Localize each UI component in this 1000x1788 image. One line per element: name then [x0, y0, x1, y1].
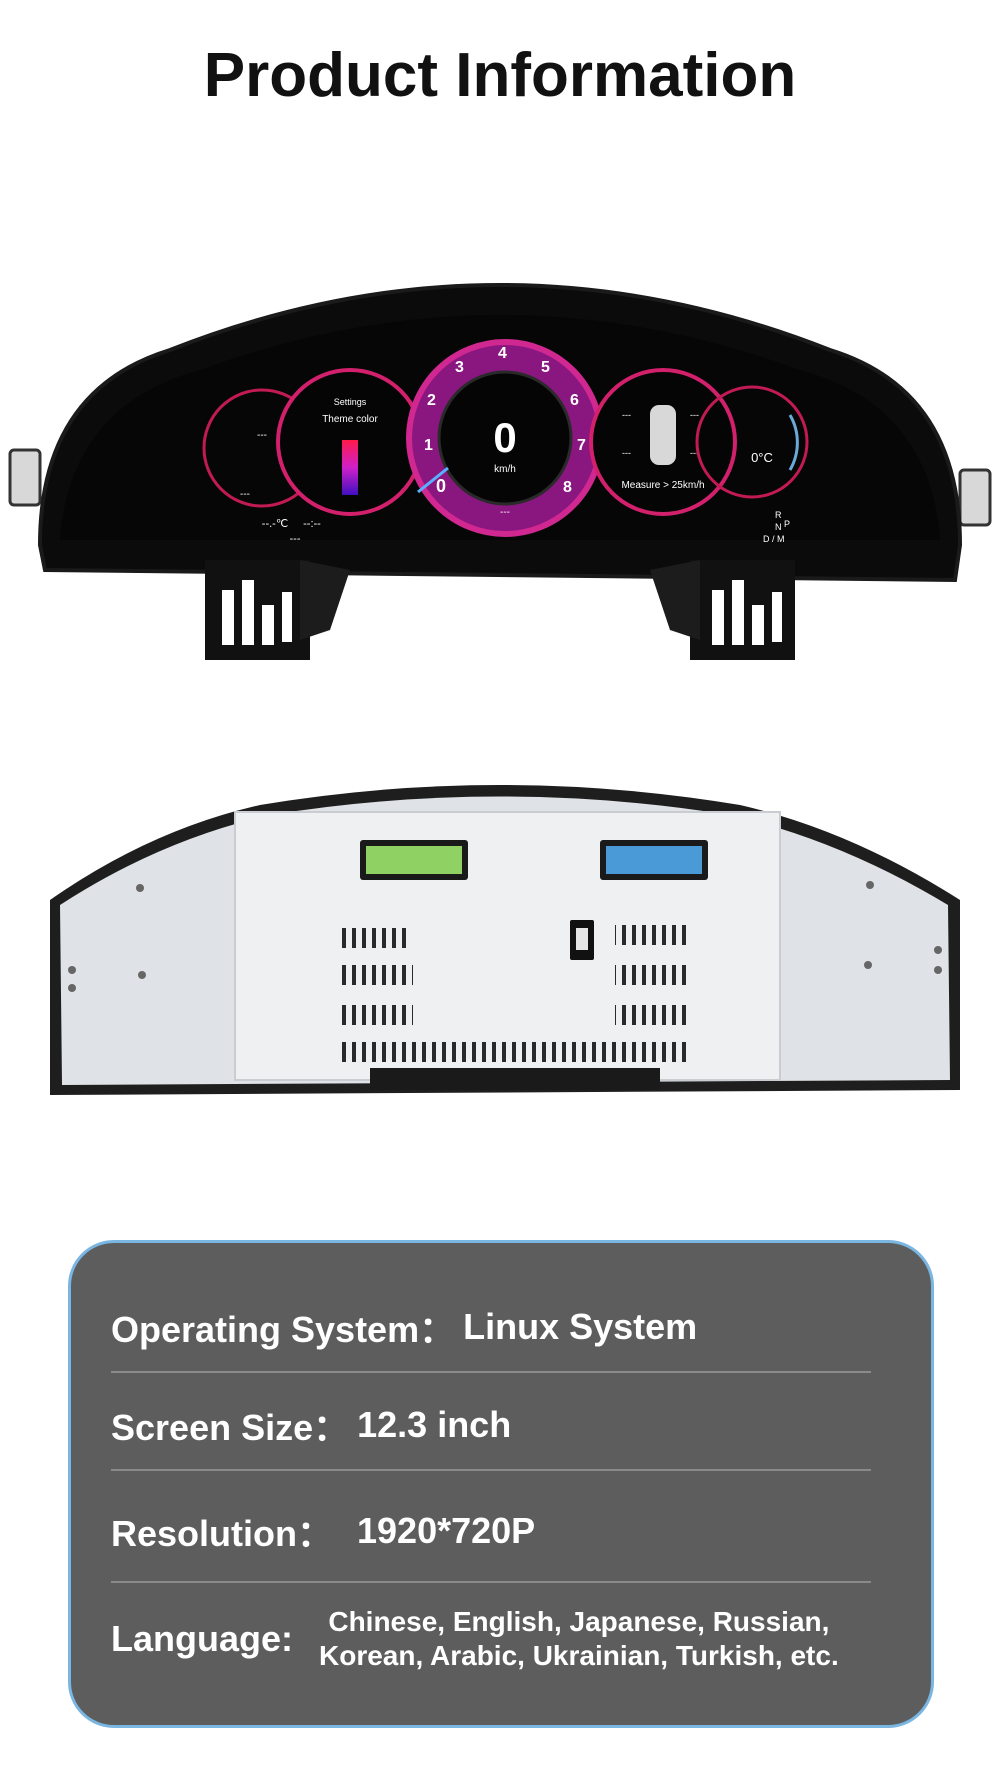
tire-pressure-gauge: --- --- --- --- Measure > 25km/h — [589, 368, 737, 516]
gear-p: P — [784, 519, 790, 529]
spec-row-size: Screen Size： 12.3 inch — [111, 1399, 871, 1451]
gear-dm: D / M — [763, 534, 785, 544]
outside-temp: --.-℃ — [262, 518, 288, 530]
measure-label: Measure > 25km/h — [621, 480, 704, 491]
rpm-tick-8: 8 — [563, 479, 572, 496]
settings-gauge: Settings Theme color — [276, 368, 424, 516]
os-label: Operating System： — [111, 1309, 456, 1350]
theme-color-swatch — [342, 440, 358, 495]
theme-color-label: Theme color — [322, 414, 378, 425]
tachometer: 0 km/h 1 2 3 4 5 6 7 8 0 --- — [406, 339, 604, 537]
rpm-needle — [417, 466, 449, 494]
coolant-value: --- — [240, 489, 250, 500]
os-value: Linux System — [463, 1306, 698, 1347]
rpm-tick-4: 4 — [498, 345, 507, 362]
language-label: Language: — [111, 1618, 294, 1659]
rpm-tick-3: 3 — [455, 359, 464, 376]
spec-row-resolution: Resolution： 1920*720P — [111, 1505, 871, 1557]
car-top-icon — [650, 405, 676, 465]
oil-value: --- — [257, 430, 267, 441]
gear-n: N — [775, 522, 782, 532]
fuel-readout: --- — [500, 507, 510, 518]
divider — [111, 1581, 871, 1583]
resolution-value: 1920*720P — [357, 1510, 536, 1551]
spec-row-os: Operating System： Linux System — [111, 1301, 871, 1353]
trip-readout: --- — [290, 533, 301, 545]
language-value: Chinese, English, Japanese, Russian, Kor… — [319, 1605, 839, 1673]
cluster-back-image — [50, 785, 960, 1095]
rpm-tick-7: 7 — [577, 437, 586, 454]
gear-r: R — [775, 510, 782, 520]
resolution-label: Resolution： — [111, 1513, 333, 1554]
rpm-tick-6: 6 — [570, 392, 579, 409]
rpm-tick-5: 5 — [541, 359, 550, 376]
page-title: Product Information — [203, 41, 797, 110]
spec-panel: Operating System： Linux System Screen Si… — [68, 1240, 934, 1728]
clock-readout: --:-- — [303, 518, 321, 530]
speed-value: 0 — [493, 414, 516, 461]
tire-rl: --- — [622, 448, 631, 458]
language-line-2: Korean, Arabic, Ukrainian, Turkish, etc. — [319, 1640, 839, 1671]
divider — [111, 1469, 871, 1471]
temp-value: 0°C — [751, 450, 773, 465]
rpm-zero: 0 — [436, 476, 446, 496]
size-label: Screen Size： — [111, 1407, 350, 1448]
tire-fr: --- — [690, 410, 699, 420]
temperature-gauge: 0°C — [695, 385, 809, 499]
speed-unit: km/h — [494, 464, 516, 475]
tire-rr: --- — [690, 448, 699, 458]
settings-label: Settings — [334, 397, 367, 407]
size-value: 12.3 inch — [357, 1404, 512, 1445]
rpm-tick-1: 1 — [424, 437, 433, 454]
divider — [111, 1371, 871, 1373]
spec-row-language: Language: Chinese, English, Japanese, Ru… — [111, 1605, 871, 1673]
tire-fl: --- — [622, 410, 631, 420]
vent-slots — [338, 928, 408, 948]
rpm-tick-2: 2 — [427, 392, 436, 409]
cluster-front-image: --- --- Settings Theme color 0 km/h 1 2 … — [8, 283, 992, 660]
language-line-1: Chinese, English, Japanese, Russian, — [328, 1606, 830, 1637]
